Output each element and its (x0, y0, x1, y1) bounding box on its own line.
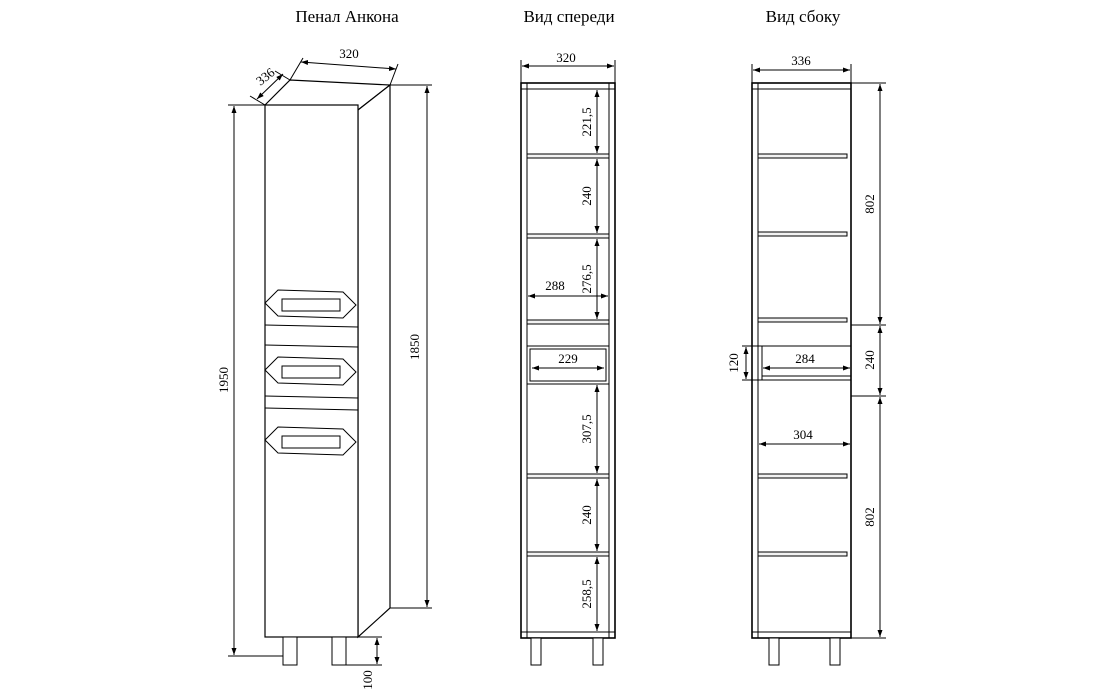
handle-lower-door (264, 426, 357, 456)
front-shelf-1 (526, 153, 610, 159)
cabinet-front-face (264, 104, 359, 638)
side-shelf-5 (757, 551, 848, 557)
side-shelf-4 (757, 473, 848, 479)
dim-front-width: 320 (556, 50, 576, 65)
dim-leg-height: 100 (360, 670, 375, 690)
front-leg-right (592, 637, 604, 666)
dim-total-height: 1950 (216, 367, 231, 393)
dim-side-upper-height: 802 (862, 194, 877, 214)
front-leg-left (530, 637, 542, 666)
dim-front-inner-width: 288 (545, 278, 565, 293)
front-shelf-4 (526, 473, 610, 479)
drawer-split-1 (264, 344, 359, 348)
side-leg-left (768, 637, 780, 666)
side-leg-right (829, 637, 841, 666)
drawer-split-3 (264, 407, 359, 411)
cabinet-side-face (357, 83, 391, 639)
dim-front-section-4: 307,5 (579, 414, 594, 443)
handle-upper-door (264, 289, 357, 319)
dim-front-section-5: 240 (579, 505, 594, 525)
leg-front-right (331, 636, 347, 666)
drawer-split-2 (264, 395, 359, 399)
front-outline (520, 82, 616, 639)
handle-drawer (264, 356, 357, 386)
front-drawer (526, 345, 610, 385)
dim-front-section-6: 258,5 (579, 579, 594, 608)
front-shelf-5 (526, 551, 610, 557)
title-side-view: Вид сбоку (766, 7, 841, 26)
perspective-view: 336 320 1950 1850 100 (216, 46, 432, 690)
dim-side-lower-height: 802 (862, 507, 877, 527)
dim-body-height: 1850 (407, 334, 422, 360)
title-perspective: Пенал Анкона (295, 7, 399, 26)
side-shelf-1 (757, 153, 848, 159)
dim-side-inner-depth: 304 (793, 427, 813, 442)
front-shelf-2 (526, 233, 610, 239)
dim-perspective-width: 320 (339, 46, 359, 61)
dim-front-section-1: 221,5 (579, 107, 594, 136)
dim-side-drawer-depth: 284 (795, 351, 815, 366)
dim-perspective-depth: 336 (253, 64, 278, 88)
side-view: 336 304 284 120 802 240 802 (726, 53, 886, 666)
side-shelf-3 (757, 317, 848, 323)
door-split-upper (264, 324, 359, 328)
dim-drawer-width: 229 (558, 351, 578, 366)
side-shelf-2 (757, 231, 848, 237)
dim-front-section-2: 240 (579, 186, 594, 206)
side-drawer (761, 345, 852, 381)
dim-front-section-3: 276,5 (579, 264, 594, 293)
front-view: 320 288 229 221,5 240 276,5 307,5 240 25… (520, 50, 616, 666)
leg-front-left (282, 636, 298, 666)
dim-side-middle-height: 240 (862, 350, 877, 370)
title-front-view: Вид спереди (523, 7, 614, 26)
dim-side-depth: 336 (791, 53, 811, 68)
front-shelf-3 (526, 319, 610, 325)
dim-side-drawer-height: 120 (726, 353, 741, 373)
